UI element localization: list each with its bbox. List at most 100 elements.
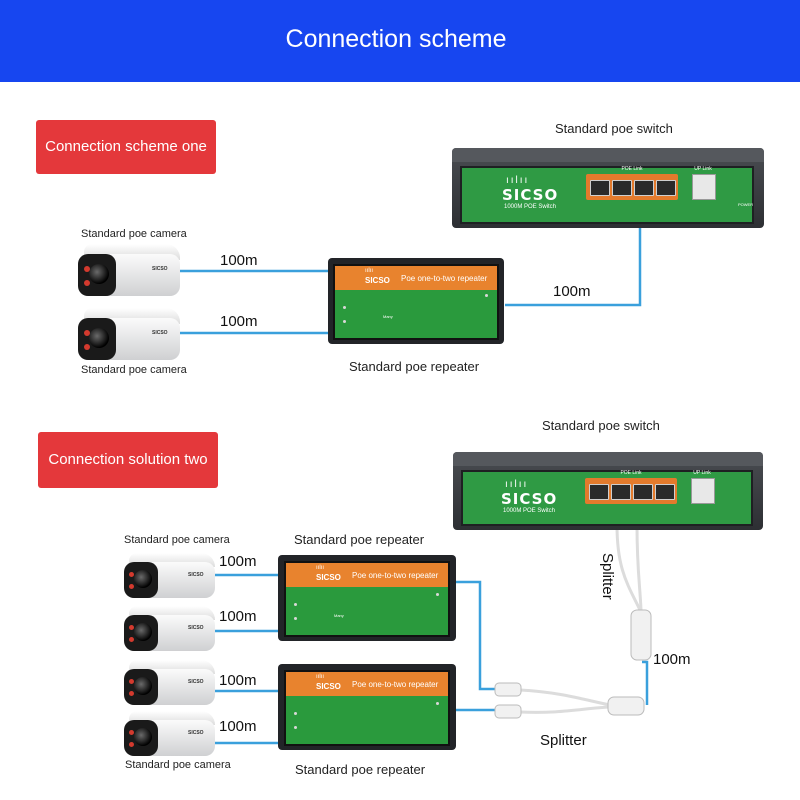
splitter-vertical-label: Splitter bbox=[599, 553, 616, 600]
poe-link-label: POE Link bbox=[620, 470, 642, 476]
camera-ir-led bbox=[84, 266, 90, 272]
scheme-two-distance-cam3: 100m bbox=[219, 672, 257, 689]
status-led bbox=[343, 306, 346, 309]
splitter-horizontal-body bbox=[607, 696, 645, 716]
camera-lens bbox=[134, 623, 152, 641]
repeater-note: Many bbox=[383, 314, 393, 319]
cable-splitter-link bbox=[642, 660, 649, 705]
power-label: POWER bbox=[738, 202, 754, 207]
camera-ir-led bbox=[84, 344, 90, 350]
status-led bbox=[436, 593, 439, 596]
switch-front-panel: ıılıı SICSO 1000M POE Switch POE Link UP… bbox=[461, 470, 753, 526]
camera-lens bbox=[89, 264, 109, 284]
status-led bbox=[294, 603, 297, 606]
poe-repeater-one: ıılıı SICSO Poe one-to-two repeater Many bbox=[328, 258, 504, 344]
status-led bbox=[343, 320, 346, 323]
status-led bbox=[294, 712, 297, 715]
poe-port-2 bbox=[612, 180, 632, 196]
status-led bbox=[485, 294, 488, 297]
camera-brand-mark: SICSO bbox=[152, 330, 168, 336]
cable-repeater2a-splitter bbox=[455, 580, 495, 691]
repeater-signal-icon: ıılıı bbox=[316, 674, 325, 680]
camera-two-caption-top: Standard poe camera bbox=[124, 534, 230, 546]
repeater-two-caption-bottom: Standard poe repeater bbox=[295, 762, 426, 777]
camera-ir-led bbox=[129, 584, 134, 589]
poe-repeater-two-a: ıılıı SICSO Poe one-to-two repeater Many bbox=[278, 555, 456, 641]
poe-switch-one: ıılıı SICSO 1000M POE Switch POE Link UP… bbox=[452, 148, 764, 228]
repeater-front-panel: ıılıı SICSO Poe one-to-two repeater Many bbox=[333, 264, 499, 340]
camera-6: SICSO bbox=[124, 711, 216, 761]
poe-switch-two: ıılıı SICSO 1000M POE Switch POE Link UP… bbox=[453, 452, 763, 530]
repeater-orange-band bbox=[286, 672, 448, 696]
splitter-horizontal-plug-bottom bbox=[494, 704, 522, 719]
repeater-signal-icon: ıılıı bbox=[365, 268, 374, 274]
header-bar bbox=[0, 0, 800, 82]
camera-2: SICSO bbox=[78, 308, 182, 366]
camera-ir-led bbox=[84, 280, 90, 286]
camera-5: SICSO bbox=[124, 660, 216, 710]
camera-1: SICSO bbox=[78, 244, 182, 302]
status-led bbox=[294, 617, 297, 620]
switch-top-edge bbox=[452, 148, 764, 162]
uplink-port bbox=[692, 174, 716, 200]
switch-brand: SICSO bbox=[502, 186, 559, 204]
repeater-note: Many bbox=[334, 613, 344, 618]
switch-one-caption: Standard poe switch bbox=[555, 121, 673, 136]
repeater-logo: SICSO bbox=[316, 682, 341, 691]
camera-one-caption-bottom: Standard poe camera bbox=[81, 364, 187, 376]
splitter-horizontal-cable bbox=[519, 688, 611, 714]
poe-port-3 bbox=[634, 180, 654, 196]
poe-port-2 bbox=[611, 484, 631, 500]
camera-brand-mark: SICSO bbox=[188, 730, 204, 736]
scheme-one-distance-cam1: 100m bbox=[220, 252, 258, 269]
status-led bbox=[294, 726, 297, 729]
scheme-two-distance-splitter: 100m bbox=[653, 651, 691, 668]
repeater-title: Poe one-to-two repeater bbox=[401, 274, 488, 283]
repeater-one-caption: Standard poe repeater bbox=[349, 359, 480, 374]
uplink-port bbox=[691, 478, 715, 504]
signal-icon: ıılıı bbox=[505, 479, 529, 490]
camera-lens bbox=[134, 677, 152, 695]
scheme-two-distance-cam2: 100m bbox=[219, 608, 257, 625]
switch-front-panel: ıılıı SICSO 1000M POE Switch POE Link UP… bbox=[460, 166, 754, 224]
camera-ir-led bbox=[129, 572, 134, 577]
repeater-logo: SICSO bbox=[365, 276, 390, 285]
poe-port-group bbox=[585, 478, 677, 504]
scheme-two-distance-cam4: 100m bbox=[219, 718, 257, 735]
page-title: Connection scheme bbox=[285, 25, 507, 53]
uplink-label: UP Link bbox=[693, 470, 711, 476]
camera-ir-led bbox=[129, 730, 134, 735]
splitter-horizontal-label: Splitter bbox=[540, 732, 587, 749]
splitter-vertical-body bbox=[630, 609, 652, 661]
scheme-one-distance-switch: 100m bbox=[553, 283, 591, 300]
poe-port-1 bbox=[590, 180, 610, 196]
poe-port-4 bbox=[656, 180, 676, 196]
camera-ir-led bbox=[129, 742, 134, 747]
camera-two-caption-bottom: Standard poe camera bbox=[125, 759, 231, 771]
splitter-vertical-cable bbox=[615, 524, 643, 611]
scheme-two-badge-text: Connection solution two bbox=[48, 451, 208, 468]
switch-model: 1000M POE Switch bbox=[503, 508, 556, 514]
poe-link-label: POE Link bbox=[621, 166, 643, 172]
repeater-orange-band bbox=[286, 563, 448, 587]
switch-brand: SICSO bbox=[501, 490, 558, 508]
repeater-two-caption-top: Standard poe repeater bbox=[294, 532, 425, 547]
poe-port-1 bbox=[589, 484, 609, 500]
camera-ir-led bbox=[129, 625, 134, 630]
camera-brand-mark: SICSO bbox=[152, 266, 168, 272]
camera-ir-led bbox=[129, 679, 134, 684]
repeater-front-panel: ıılıı SICSO Poe one-to-two repeater bbox=[284, 670, 450, 746]
camera-ir-led bbox=[129, 637, 134, 642]
scheme-one-distance-cam2: 100m bbox=[220, 313, 258, 330]
poe-repeater-two-b: ıılıı SICSO Poe one-to-two repeater bbox=[278, 664, 456, 750]
camera-brand-mark: SICSO bbox=[188, 572, 204, 578]
repeater-title: Poe one-to-two repeater bbox=[352, 680, 439, 689]
switch-model: 1000M POE Switch bbox=[504, 204, 557, 210]
switch-two-caption: Standard poe switch bbox=[542, 418, 660, 433]
repeater-front-panel: ıılıı SICSO Poe one-to-two repeater Many bbox=[284, 561, 450, 637]
camera-ir-led bbox=[129, 691, 134, 696]
camera-brand-mark: SICSO bbox=[188, 625, 204, 631]
camera-brand-mark: SICSO bbox=[188, 679, 204, 685]
camera-lens bbox=[89, 328, 109, 348]
